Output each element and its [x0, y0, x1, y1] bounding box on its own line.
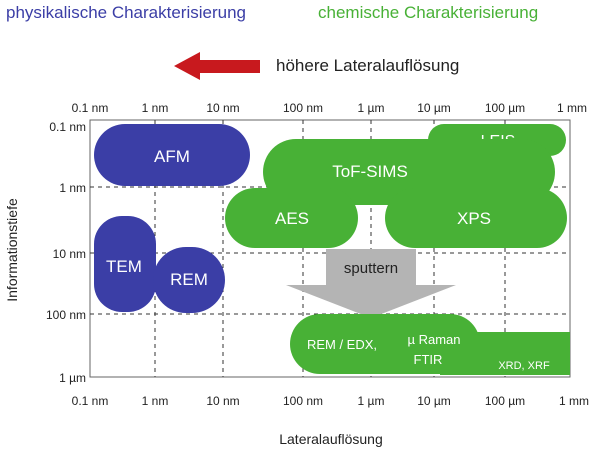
ftir-label: FTIR: [414, 352, 443, 367]
xps-region: [385, 188, 567, 248]
y-axis-title: Informationstiefe: [4, 198, 20, 302]
raman-label: µ Raman: [407, 332, 460, 347]
tem-label: TEM: [106, 257, 142, 276]
y-tick-label: 1 µm: [59, 371, 86, 385]
y-tick-label: 0.1 nm: [49, 120, 86, 134]
rem-edx-label: REM / EDX,: [307, 337, 377, 352]
y-tick-label: 1 nm: [59, 181, 86, 195]
bottom-tick-label: 10 nm: [206, 394, 239, 408]
top-tick-labels: 0.1 nm 1 nm 10 nm 100 nm 1 µm 10 µm 100 …: [72, 101, 587, 115]
bottom-tick-label: 100 nm: [283, 394, 323, 408]
top-tick-label: 100 nm: [283, 101, 323, 115]
top-tick-label: 10 µm: [417, 101, 451, 115]
afm-label: AFM: [154, 147, 190, 166]
bottom-tick-labels: 0.1 nm 1 nm 10 nm 100 nm 1 µm 10 µm 100 …: [72, 394, 589, 408]
aes-region: [225, 188, 358, 248]
xps-label: XPS: [457, 209, 491, 228]
bottom-tick-label: 1 nm: [142, 394, 169, 408]
x-axis-title: Lateralauflösung: [279, 431, 383, 447]
rem-label: REM: [170, 270, 208, 289]
rem-edx-region: [290, 314, 480, 374]
sputter-arrow-icon: [286, 249, 456, 318]
rem-region: [153, 247, 225, 313]
tem-region: [94, 216, 156, 312]
lateral-resolution-arrow-icon: [174, 52, 260, 80]
top-tick-label: 10 nm: [206, 101, 239, 115]
higher-lateral-resolution-label: höhere Lateralauflösung: [276, 56, 460, 75]
bottom-tick-label: 1 µm: [358, 394, 385, 408]
top-tick-label: 100 µm: [485, 101, 525, 115]
tofsims-label: ToF-SIMS: [332, 162, 408, 181]
xrd-region: [440, 332, 570, 375]
top-tick-label: 1 µm: [358, 101, 385, 115]
bottom-tick-label: 100 µm: [485, 394, 525, 408]
top-tick-label: 0.1 nm: [72, 101, 109, 115]
physical-characterization-title: physikalische Charakterisierung: [6, 3, 247, 22]
bottom-tick-label: 1 mm: [559, 394, 589, 408]
bottom-tick-label: 10 µm: [417, 394, 451, 408]
plot-frame: [89, 119, 571, 378]
aes-label: AES: [275, 209, 309, 228]
y-tick-label: 10 nm: [53, 247, 86, 261]
chemical-characterization-title: chemische Charakterisierung: [318, 3, 539, 22]
top-tick-label: 1 nm: [142, 101, 169, 115]
afm-region: [94, 124, 250, 186]
y-tick-labels: 0.1 nm 1 nm 10 nm 100 nm 1 µm: [46, 120, 86, 385]
bottom-tick-label: 0.1 nm: [72, 394, 109, 408]
xrd-label: XRD, XRF: [498, 360, 550, 372]
y-tick-label: 100 nm: [46, 308, 86, 322]
sputtern-label: sputtern: [344, 260, 398, 277]
top-tick-label: 1 mm: [557, 101, 587, 115]
